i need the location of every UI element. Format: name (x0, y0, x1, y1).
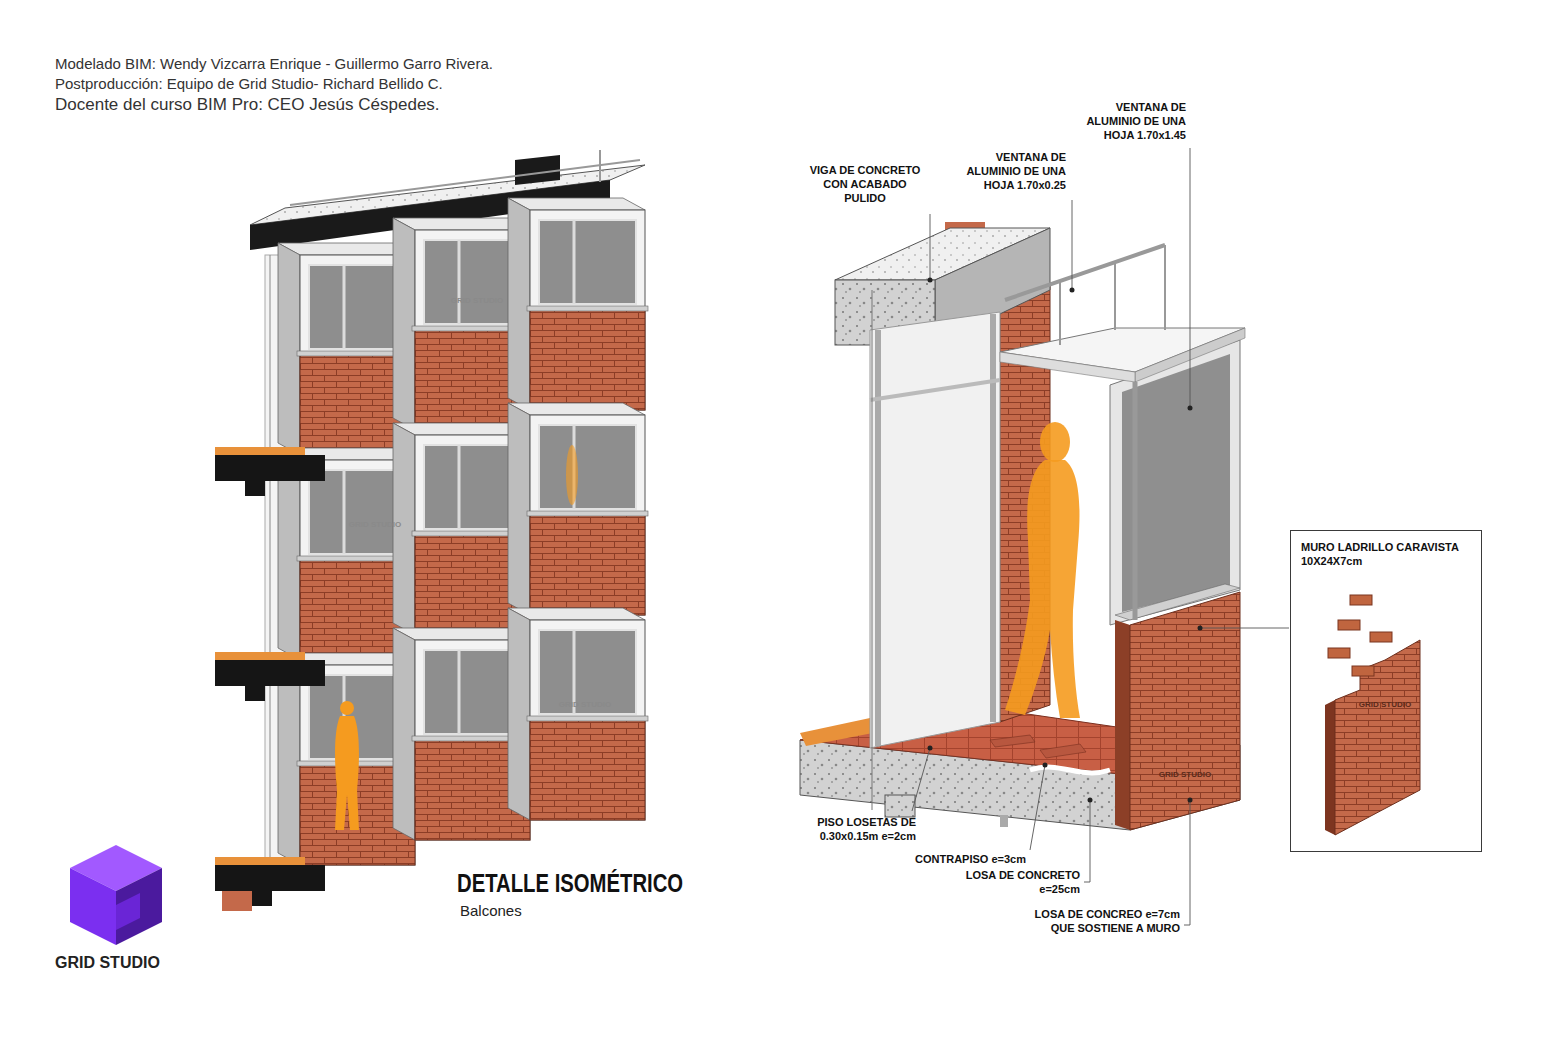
brick-sample (1338, 620, 1360, 630)
building-isometric (215, 652, 305, 660)
logo-cube (70, 868, 116, 945)
building-isometric (215, 455, 325, 481)
callout-label: VIGA DE CONCRETO CON ACABADO PULIDO (805, 163, 925, 205)
building-isometric (508, 403, 648, 615)
building-isometric (245, 686, 265, 701)
balcony-detail (1164, 245, 1166, 330)
building-isometric (340, 701, 354, 715)
callout-label: LOSA DE CONCRETO e=25cm (948, 868, 1080, 896)
building-isometric (335, 716, 359, 830)
balcony-detail (870, 380, 1000, 400)
leader-line (930, 214, 931, 278)
balcony-detail (1133, 382, 1138, 620)
building-isometric (252, 891, 272, 906)
balcony-detail (990, 735, 1035, 747)
balcony-detail (1110, 340, 1240, 625)
leader-line (1200, 628, 1289, 629)
leader-dot (1198, 626, 1203, 631)
building-isometric (245, 481, 265, 496)
leader-line (1084, 800, 1090, 882)
balcony-detail (875, 330, 881, 746)
callout-label: LOSA DE CONCREO e=7cm QUE SOSTIENE A MUR… (1026, 907, 1180, 935)
building-isometric (515, 155, 560, 185)
balcony-detail (1040, 422, 1070, 462)
brick-sample (1350, 595, 1372, 605)
leader-dot (1188, 406, 1193, 411)
balcony-detail (1122, 354, 1230, 612)
balcony-detail (800, 222, 1245, 830)
credit-line: Postproducción: Equipo de Grid Studio- R… (55, 74, 695, 93)
logo-cube (70, 845, 162, 945)
logo-cube (116, 868, 162, 945)
balcony-detail (885, 795, 915, 817)
leader-dot (1088, 798, 1093, 803)
balcony-detail (1115, 620, 1130, 830)
watermark: GRID STUDIO (437, 296, 517, 306)
brick-sample (1325, 595, 1420, 835)
leader-dot (1188, 798, 1193, 803)
brick-sample (1325, 700, 1335, 835)
leader-dot (1043, 763, 1048, 768)
balcony-detail (1059, 281, 1061, 345)
leader-dot (1070, 288, 1075, 293)
leader-line (1184, 800, 1190, 925)
watermark: GRID STUDIO (1345, 700, 1425, 710)
leader-line (912, 748, 930, 811)
balcony-detail (1114, 262, 1116, 330)
building-isometric (215, 857, 305, 865)
logo-cube (116, 893, 140, 930)
building-isometric (508, 608, 648, 820)
callout-label: VENTANA DE ALUMINIO DE UNA HOJA 1.70x0.2… (962, 150, 1066, 192)
building-isometric (270, 255, 271, 865)
callout-label: PISO LOSETAS DE 0.30x0.15m e=2cm (792, 815, 916, 843)
callout-label: CONTRAPISO e=3cm (876, 852, 1026, 866)
balcony-detail (1000, 815, 1008, 827)
building-isometric (508, 198, 648, 410)
building-isometric (215, 660, 325, 686)
leader-dot (928, 746, 933, 751)
detail-box: MURO LADRILLO CARAVISTA 10X24X7cm (1290, 530, 1482, 852)
leader-line (1190, 148, 1191, 408)
balcony-detail (1000, 352, 1135, 382)
building-isometric (566, 445, 578, 505)
watermark: GRID STUDIO (335, 520, 415, 530)
logo-text: GRID STUDIO (55, 953, 185, 973)
balcony-detail (1040, 744, 1086, 758)
watermark: GRID STUDIO (1145, 770, 1225, 780)
watermark: GRID STUDIO (545, 700, 625, 710)
brick-sample (1352, 666, 1374, 676)
box-heading: MURO LADRILLO CARAVISTA 10X24X7cm (1301, 540, 1471, 568)
leader-line (1072, 200, 1073, 290)
brick-sample (1328, 648, 1350, 658)
balcony-detail (800, 718, 878, 746)
callout-label: VENTANA DE ALUMINIO DE UNA HOJA 1.70x1.4… (1082, 100, 1186, 142)
building-isometric (215, 150, 648, 911)
caption: Balcones (460, 902, 522, 919)
leader-dot (928, 278, 1203, 803)
building-isometric (222, 891, 252, 911)
building-isometric (215, 865, 325, 891)
brick-sample (1370, 632, 1392, 642)
credit-line: Docente del curso BIM Pro: CEO Jesús Cés… (55, 94, 695, 115)
balcony-detail (990, 314, 996, 722)
building-isometric (599, 150, 601, 182)
leader-line (1030, 765, 1045, 850)
title: DETALLE ISOMÉTRICO (457, 868, 683, 899)
brick-sample (1335, 640, 1420, 835)
balcony-detail (1005, 460, 1080, 718)
credit-line: Modelado BIM: Wendy Vizcarra Enrique - G… (55, 54, 695, 73)
leader-line (912, 148, 1289, 925)
balcony-detail (1030, 767, 1110, 773)
balcony-detail (1005, 245, 1165, 300)
balcony-detail (872, 290, 873, 810)
building-isometric (215, 447, 305, 455)
balcony-detail (870, 312, 1000, 748)
leader-dot (928, 278, 933, 283)
